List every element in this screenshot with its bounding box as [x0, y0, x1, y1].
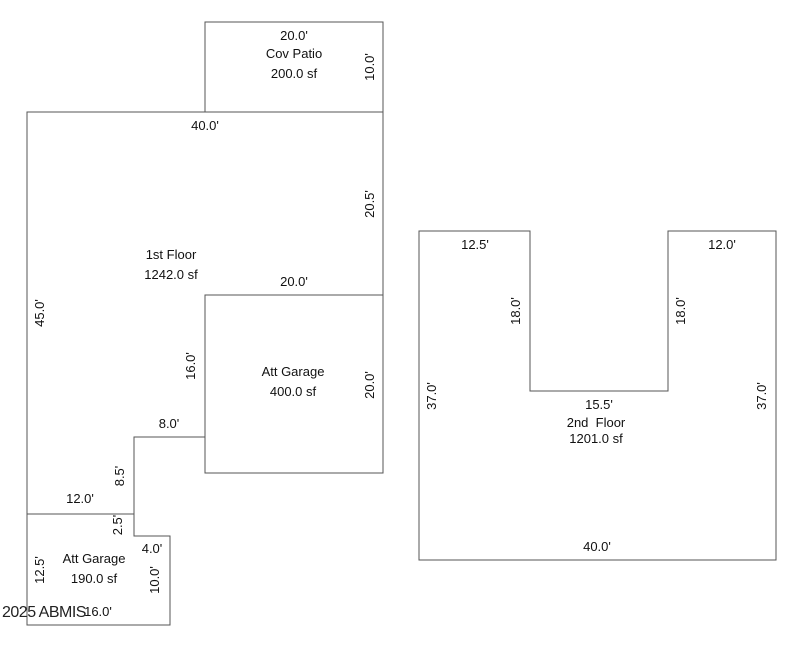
first-floor-name: 1st Floor [146, 247, 197, 262]
second-floor-inner-right-dim: 18.0' [673, 297, 688, 325]
cov-patio-name: Cov Patio [266, 46, 322, 61]
first-floor-step-side-dim: 8.5' [112, 466, 127, 487]
att-garage-large-right-dim: 20.0' [362, 371, 377, 399]
att-garage-large-outline [204, 294, 384, 474]
first-floor-left-dim: 45.0' [32, 299, 47, 327]
second-floor-bottom-dim: 40.0' [583, 539, 611, 554]
att-garage-large-left-dim: 16.0' [183, 352, 198, 380]
att-garage-large-area: 400.0 sf [270, 384, 317, 399]
cov-patio-area: 200.0 sf [271, 66, 318, 81]
first-floor-step-top-dim: 8.0' [159, 416, 180, 431]
second-floor-right-dim: 37.0' [754, 382, 769, 410]
copyright-watermark: 2025 ABMIS [2, 604, 86, 621]
att-garage-small-top-step-dim: 4.0' [142, 541, 163, 556]
second-floor-top-left-dim: 12.5' [461, 237, 489, 252]
first-floor-right-dim: 20.5' [362, 190, 377, 218]
second-floor-left-dim: 37.0' [424, 382, 439, 410]
cov-patio-outline [204, 21, 384, 113]
att-garage-small-area: 190.0 sf [71, 571, 118, 586]
second-floor-area: 1201.0 sf [569, 431, 623, 446]
att-garage-large-top-dim: 20.0' [280, 274, 308, 289]
att-garage-small-name: Att Garage [63, 551, 126, 566]
second-floor-top-right-dim: 12.0' [708, 237, 736, 252]
first-floor-area: 1242.0 sf [144, 267, 198, 282]
second-floor-inner-bottom-dim: 15.5' [585, 397, 613, 412]
second-floor-name: 2nd Floor [567, 415, 626, 430]
first-floor-top-dim: 40.0' [191, 118, 219, 133]
att-garage-small-outline [26, 514, 171, 626]
att-garage-small-bottom-dim: 16.0' [84, 604, 112, 619]
first-floor-bottom-dim: 12.0' [66, 491, 94, 506]
second-floor-inner-left-dim: 18.0' [508, 297, 523, 325]
first-floor-notch-dim: 2.5' [110, 515, 125, 536]
att-garage-small-right-dim: 10.0' [147, 566, 162, 594]
cov-patio-width: 20.0' [280, 28, 308, 43]
att-garage-large-name: Att Garage [262, 364, 325, 379]
cov-patio-depth: 10.0' [362, 53, 377, 81]
att-garage-small-left-dim: 12.5' [32, 556, 47, 584]
second-floor-outline [418, 230, 777, 561]
